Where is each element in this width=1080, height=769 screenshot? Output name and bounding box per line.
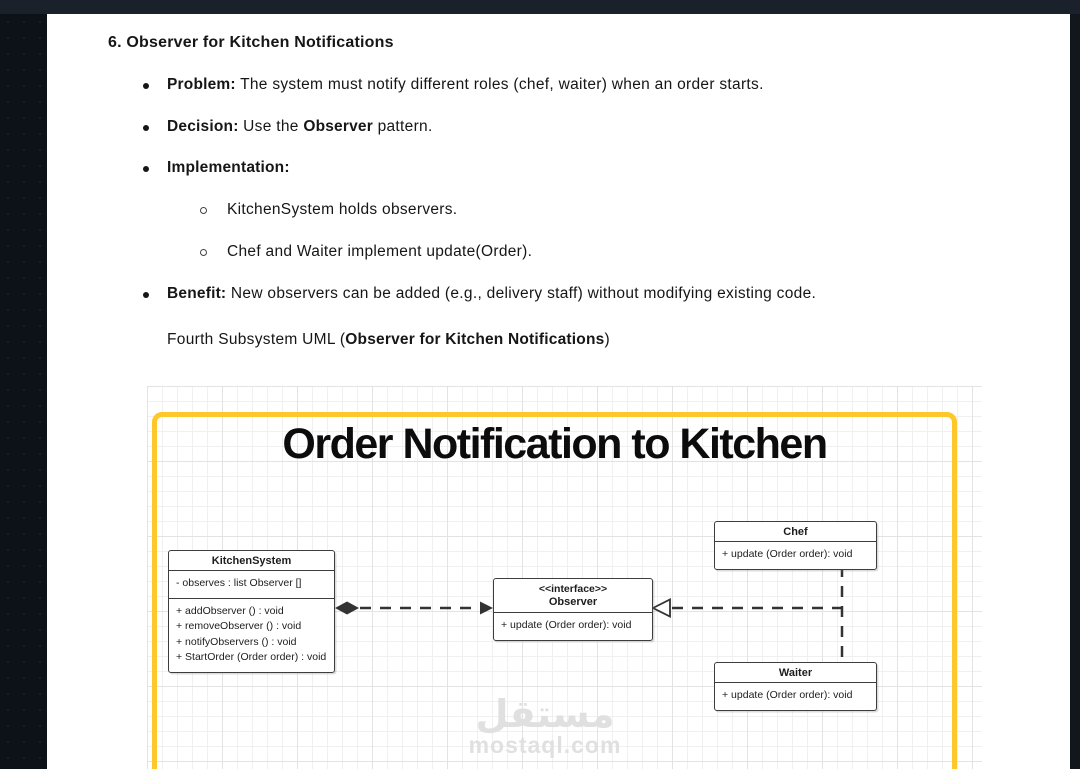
class-method: + update (Order order): void <box>722 548 853 560</box>
bullet-text: The system must notify different roles (… <box>235 76 764 93</box>
bullet-bold-word: Observer <box>303 118 373 135</box>
class-method: + update (Order order): void <box>501 619 632 631</box>
bullet-label: Benefit: <box>167 285 227 302</box>
caption-text: ) <box>604 331 610 348</box>
bullet-text: pattern. <box>372 118 433 135</box>
sub-bullet-text: KitchenSystem holds observers. <box>227 201 458 218</box>
window-top-bar <box>0 0 1080 14</box>
bullet-label: Decision: <box>167 118 239 135</box>
circle-bullet-icon <box>200 207 207 214</box>
arrowhead-icon <box>480 601 493 615</box>
class-box-waiter: Waiter + update (Order order): void <box>714 662 877 711</box>
class-method: + addObserver () : void <box>176 604 284 617</box>
watermark-url: mostaql.com <box>468 732 622 758</box>
composition-diamond-icon <box>335 601 359 615</box>
circle-bullet-icon <box>200 249 207 256</box>
caption-bold: Observer for Kitchen Notifications <box>345 331 605 348</box>
class-attribute: - observes : list Observer [] <box>176 577 302 589</box>
interface-stereotype: <<interface>> <box>538 583 608 595</box>
class-name: Observer <box>494 595 652 613</box>
document-page: 6. Observer for Kitchen Notifications Pr… <box>47 14 1070 769</box>
bullet-dot-icon <box>143 166 149 172</box>
class-method: + StartOrder (Order order) : void <box>176 651 327 663</box>
uml-diagram-canvas: Order Notification to Kitchen KitchenSys… <box>147 386 982 769</box>
right-dark-margin <box>1070 14 1080 769</box>
class-name: Waiter <box>715 663 876 683</box>
class-name: KitchenSystem <box>169 551 334 571</box>
bullet-text: Use the <box>238 118 304 135</box>
sub-bullet-text: Chef and Waiter implement update(Order). <box>227 243 533 260</box>
class-method: + removeObserver () : void <box>176 620 302 632</box>
caption-text: Fourth Subsystem UML ( <box>167 331 346 348</box>
bullet-dot-icon <box>143 125 149 131</box>
left-dark-margin <box>0 14 47 769</box>
class-box-chef: Chef + update (Order order): void <box>714 521 877 570</box>
realization-triangle-icon <box>650 598 671 618</box>
watermark-arabic: مستقل <box>475 692 615 736</box>
class-method: + notifyObservers () : void <box>176 635 297 648</box>
class-box-kitchensystem: KitchenSystem - observes : list Observer… <box>168 550 335 673</box>
bullet-dot-icon <box>143 83 149 89</box>
class-method: + update (Order order): void <box>722 689 853 701</box>
bullet-dot-icon <box>143 292 149 298</box>
class-box-observer-interface: <<interface>> Observer + update (Order o… <box>493 578 653 641</box>
diagram-title: Order Notification to Kitchen <box>282 420 828 468</box>
bullet-label: Implementation: <box>167 159 290 176</box>
uml-connectors <box>335 566 844 662</box>
mostaql-watermark: مستقل mostaql.com <box>435 692 655 758</box>
bullet-text: New observers can be added (e.g., delive… <box>226 285 817 302</box>
diagram-frame <box>152 412 957 769</box>
uml-caption: Fourth Subsystem UML (Observer for Kitch… <box>167 331 610 349</box>
class-name: Chef <box>715 522 876 542</box>
section-heading: 6. Observer for Kitchen Notifications <box>108 34 394 51</box>
bullet-label: Problem: <box>167 76 236 93</box>
